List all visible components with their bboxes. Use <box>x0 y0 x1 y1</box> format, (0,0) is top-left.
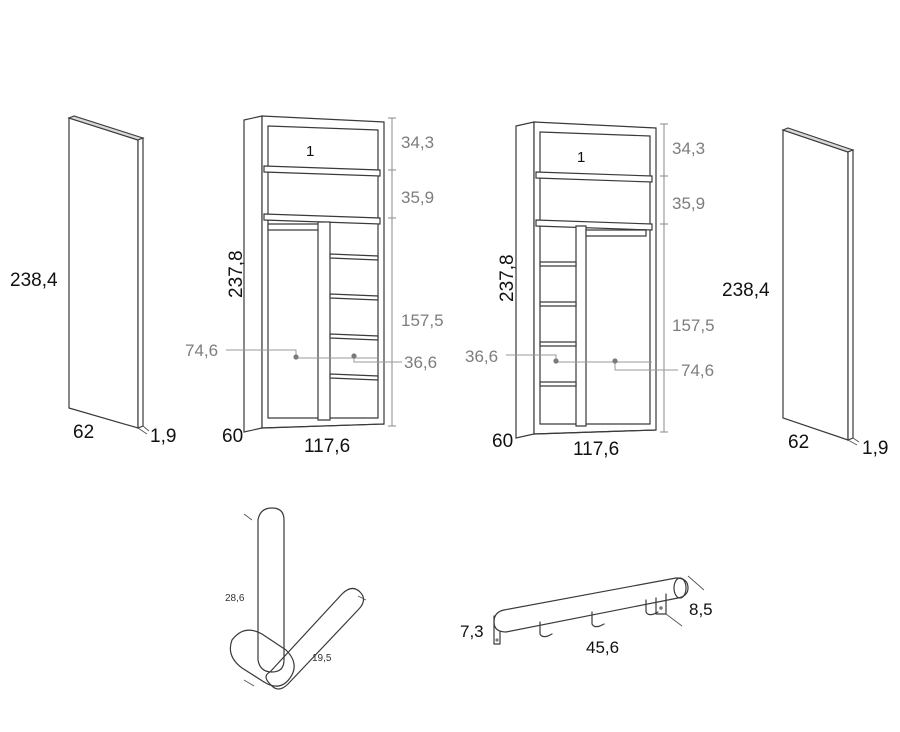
wardrobe-left-hanging-width: 74,6 <box>185 341 218 360</box>
wardrobe-left <box>243 115 385 433</box>
rail-height-label: 7,3 <box>460 622 484 641</box>
wardrobe-left-dim-second: 35,9 <box>401 188 434 207</box>
wardrobe-right-width-label: 117,6 <box>573 439 619 460</box>
wardrobe-right <box>515 121 657 439</box>
wardrobe-right-dim-lower: 157,5 <box>672 316 715 335</box>
hook-accessory <box>229 507 367 690</box>
wardrobe-left-height-label: 237,8 <box>226 250 247 298</box>
rail-depth-label: 8,5 <box>689 600 713 619</box>
wardrobe-right-hanging-width: 74,6 <box>681 361 714 380</box>
wardrobe-left-shelf-width: 36,6 <box>404 353 437 372</box>
door-right-thickness-label: 1,9 <box>862 438 888 459</box>
hook-height-label: 28,6 <box>225 593 245 604</box>
door-panel-right <box>781 127 860 446</box>
wardrobe-right-dimension-ladder <box>660 123 668 433</box>
wardrobe-right-depth-label: 60 <box>492 431 513 452</box>
wardrobe-right-shelf-width: 36,6 <box>465 347 498 366</box>
wardrobe-left-depth-label: 60 <box>222 426 243 447</box>
wardrobe-right-height-label: 237,8 <box>497 254 518 302</box>
wardrobe-right-shelf-number: 1 <box>577 149 585 166</box>
wardrobe-left-dim-lower: 157,5 <box>401 311 444 330</box>
rail-length-label: 45,6 <box>586 638 619 657</box>
door-right-height-label: 238,4 <box>722 280 770 301</box>
wardrobe-right-dim-top: 34,3 <box>672 139 705 158</box>
wardrobe-left-dimension-ladder <box>388 117 396 427</box>
door-left-depth-label: 62 <box>73 422 94 443</box>
wardrobe-right-leaders <box>506 354 678 371</box>
hook-width-label: 19,5 <box>312 653 332 664</box>
door-panel-left <box>67 115 150 435</box>
wardrobe-left-dim-top: 34,3 <box>401 133 434 152</box>
wardrobe-left-leaders <box>226 349 402 363</box>
coat-rail-accessory <box>493 575 705 645</box>
door-right-depth-label: 62 <box>788 432 809 453</box>
wardrobe-left-width-label: 117,6 <box>304 436 350 457</box>
door-left-height-label: 238,4 <box>10 270 58 291</box>
wardrobe-left-shelf-number: 1 <box>306 143 314 160</box>
door-left-thickness-label: 1,9 <box>150 426 176 447</box>
wardrobe-right-dim-second: 35,9 <box>672 194 705 213</box>
